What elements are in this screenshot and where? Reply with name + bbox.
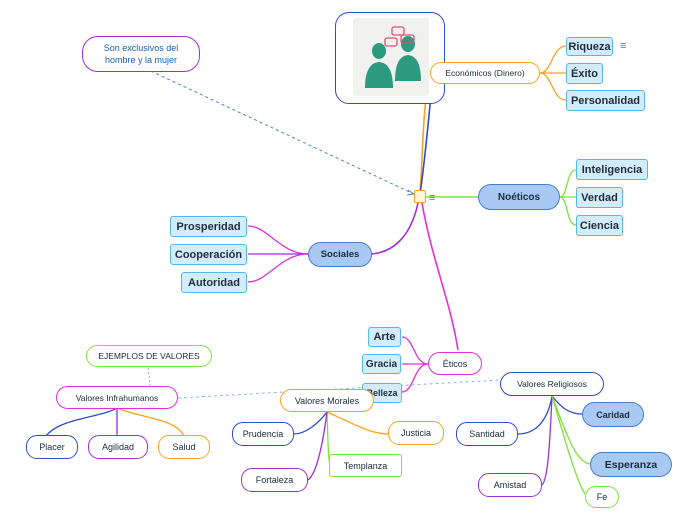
fortaleza-label: Fortaleza: [255, 475, 294, 485]
prosperidad-label: Prosperidad: [176, 220, 241, 233]
caridad-topic[interactable]: Caridad: [582, 402, 644, 427]
fe-label: Fe: [596, 492, 608, 502]
ejemplos-title-label: EJEMPLOS DE VALORES: [98, 351, 200, 361]
agilidad-topic[interactable]: Agilidad: [88, 435, 148, 459]
ciencia-topic[interactable]: Ciencia: [576, 215, 623, 236]
note-topic[interactable]: Son exclusivos del hombre y la mujer: [82, 36, 200, 72]
prudencia-label: Prudencia: [242, 429, 284, 439]
belleza-label: Belleza: [366, 388, 398, 398]
fe-topic[interactable]: Fe: [585, 486, 619, 508]
amistad-topic[interactable]: Amistad: [478, 473, 542, 497]
autoridad-label: Autoridad: [188, 276, 240, 289]
verdad-label: Verdad: [581, 191, 618, 204]
santidad-label: Santidad: [469, 429, 505, 439]
eticos-label: Éticos: [442, 358, 468, 369]
justicia-label: Justicia: [400, 428, 431, 438]
personalidad-label: Personalidad: [570, 94, 641, 107]
caridad-label: Caridad: [596, 409, 630, 420]
prosperidad-topic[interactable]: Prosperidad: [170, 216, 247, 237]
gracia-label: Gracia: [365, 358, 398, 370]
arte-topic[interactable]: Arte: [368, 327, 401, 347]
autoridad-topic[interactable]: Autoridad: [181, 272, 247, 293]
salud-label: Salud: [172, 442, 196, 452]
cooperacion-topic[interactable]: Cooperación: [170, 244, 247, 265]
salud-topic[interactable]: Salud: [158, 435, 210, 459]
cooperacion-label: Cooperación: [174, 248, 243, 261]
valores-infrahumanos-label: Valores Infrahumanos: [75, 392, 159, 403]
templanza-label: Templanza: [343, 460, 388, 471]
central-image-frame[interactable]: [335, 12, 445, 104]
fortaleza-topic[interactable]: Fortaleza: [241, 468, 308, 492]
placer-label: Placer: [39, 442, 65, 452]
riqueza-label: Riqueza: [568, 40, 611, 53]
noeticos-label: Noéticos: [497, 191, 541, 203]
sociales-topic[interactable]: Sociales: [308, 242, 372, 267]
personalidad-topic[interactable]: Personalidad: [566, 90, 645, 111]
people-talking-illustration: [353, 18, 429, 96]
valores-morales-topic[interactable]: Valores Morales: [280, 389, 374, 412]
central-topic[interactable]: [414, 190, 426, 203]
eticos-topic[interactable]: Éticos: [428, 352, 482, 375]
ejemplos-title-topic[interactable]: EJEMPLOS DE VALORES: [86, 345, 212, 367]
amistad-label: Amistad: [493, 480, 527, 490]
noeticos-topic[interactable]: Noéticos: [478, 184, 560, 210]
esperanza-topic[interactable]: Esperanza: [590, 452, 672, 477]
templanza-topic[interactable]: Templanza: [329, 454, 402, 477]
justicia-topic[interactable]: Justicia: [388, 421, 444, 445]
prudencia-topic[interactable]: Prudencia: [232, 422, 294, 446]
gracia-topic[interactable]: Gracia: [362, 354, 401, 374]
agilidad-label: Agilidad: [101, 442, 135, 452]
valores-religiosos-label: Valores Religiosos: [517, 379, 587, 389]
notes-icon[interactable]: ≡: [429, 192, 436, 204]
ciencia-label: Ciencia: [579, 219, 620, 232]
sociales-label: Sociales: [320, 249, 360, 260]
notes-icon[interactable]: ≡: [620, 40, 627, 52]
riqueza-topic[interactable]: Riqueza: [566, 37, 613, 56]
inteligencia-label: Inteligencia: [581, 163, 643, 176]
inteligencia-topic[interactable]: Inteligencia: [576, 159, 648, 180]
valores-religiosos-topic[interactable]: Valores Religiosos: [500, 372, 604, 396]
exito-label: Éxito: [571, 67, 598, 80]
exito-topic[interactable]: Éxito: [566, 63, 603, 84]
economicos-topic[interactable]: Económicos (Dinero): [430, 62, 540, 84]
economicos-label: Económicos (Dinero): [445, 68, 525, 78]
arte-label: Arte: [373, 331, 396, 343]
valores-morales-label: Valores Morales: [294, 395, 360, 406]
esperanza-label: Esperanza: [604, 458, 658, 471]
note-text: Son exclusivos del hombre y la mujer: [103, 43, 179, 65]
valores-infrahumanos-topic[interactable]: Valores Infrahumanos: [56, 386, 178, 409]
santidad-topic[interactable]: Santidad: [456, 422, 518, 446]
verdad-topic[interactable]: Verdad: [576, 187, 623, 208]
placer-topic[interactable]: Placer: [26, 435, 78, 459]
